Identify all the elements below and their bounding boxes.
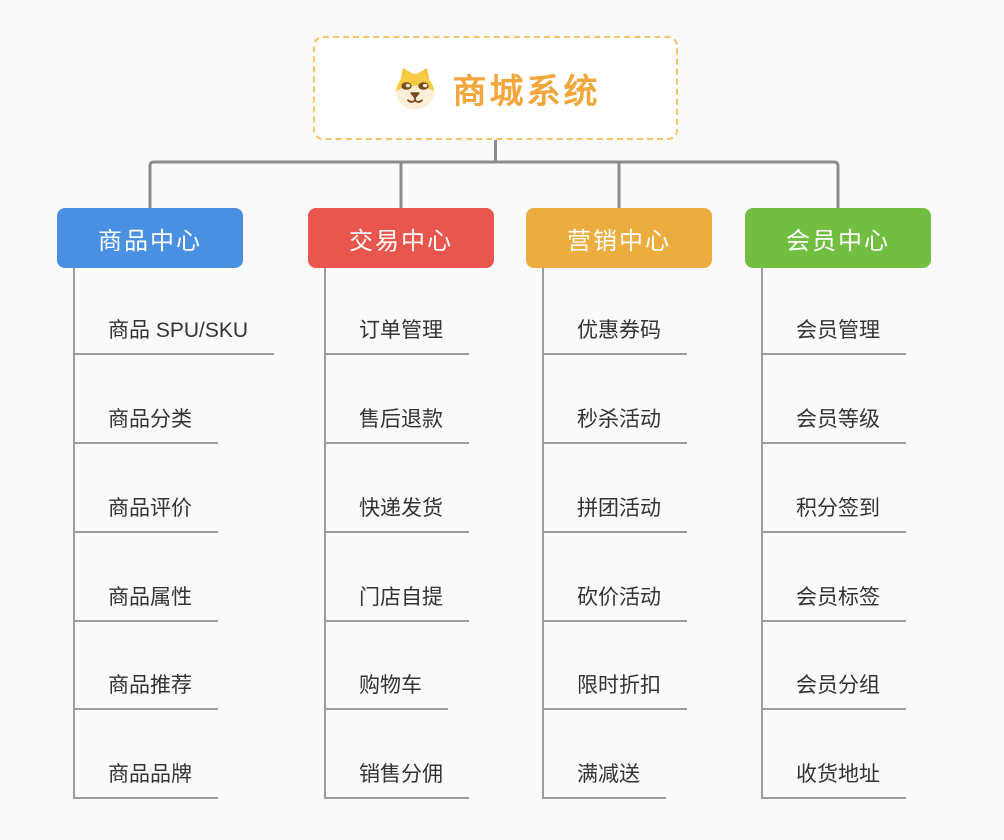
branch-node-1[interactable]: 商品中心 xyxy=(57,208,243,268)
child-node[interactable]: 订单管理 xyxy=(326,315,469,355)
child-node[interactable]: 销售分佣 xyxy=(326,759,469,799)
root-title: 商城系统 xyxy=(452,72,601,111)
root-node[interactable]: 商城系统 xyxy=(313,36,678,140)
child-node[interactable]: 会员分组 xyxy=(763,670,906,710)
branch-column-line: 商品 SPU/SKU 商品分类商品评价商品属性商品推荐商品品牌 xyxy=(73,268,275,799)
child-node[interactable]: 购物车 xyxy=(326,670,448,710)
child-node[interactable]: 商品品牌 xyxy=(75,759,218,799)
branch-node-4[interactable]: 会员中心 xyxy=(745,208,931,268)
child-node[interactable]: 会员管理 xyxy=(763,315,906,355)
branch-column-line: 订单管理售后退款快递发货门店自提购物车销售分佣 xyxy=(324,268,469,799)
child-node[interactable]: 商品属性 xyxy=(75,582,218,622)
branch-column-line: 会员管理会员等级积分签到会员标签会员分组收货地址 xyxy=(761,268,906,799)
shiba-dog-icon xyxy=(391,65,439,111)
child-node[interactable]: 秒杀活动 xyxy=(544,404,687,444)
child-node[interactable]: 拼团活动 xyxy=(544,493,687,533)
child-node[interactable]: 优惠券码 xyxy=(544,315,687,355)
branch-node-3[interactable]: 营销中心 xyxy=(526,208,712,268)
child-node[interactable]: 门店自提 xyxy=(326,582,469,622)
child-node[interactable]: 售后退款 xyxy=(326,404,469,444)
child-node[interactable]: 商品分类 xyxy=(75,404,218,444)
branch-node-2[interactable]: 交易中心 xyxy=(308,208,494,268)
child-node[interactable]: 商品评价 xyxy=(75,493,218,533)
child-node[interactable]: 快递发货 xyxy=(326,493,469,533)
child-node[interactable]: 限时折扣 xyxy=(544,670,687,710)
child-node[interactable]: 会员标签 xyxy=(763,582,906,622)
child-node[interactable]: 商品推荐 xyxy=(75,670,218,710)
child-node[interactable]: 收货地址 xyxy=(763,759,906,799)
child-node[interactable]: 商品 SPU/SKU xyxy=(75,315,275,355)
child-node[interactable]: 砍价活动 xyxy=(544,582,687,622)
child-node[interactable]: 满减送 xyxy=(544,759,666,799)
child-node[interactable]: 会员等级 xyxy=(763,404,906,444)
branch-column-line: 优惠券码秒杀活动拼团活动砍价活动限时折扣满减送 xyxy=(542,268,687,799)
child-node[interactable]: 积分签到 xyxy=(763,493,906,533)
